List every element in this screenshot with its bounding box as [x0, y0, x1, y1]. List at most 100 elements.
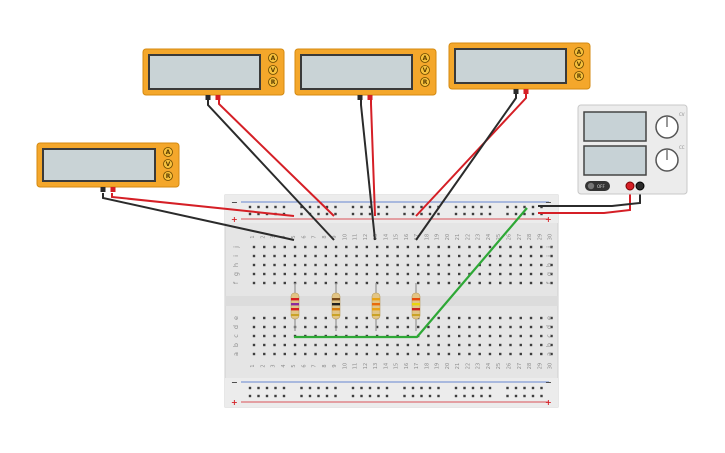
- breadboard-hole[interactable]: [273, 281, 276, 285]
- breadboard-hole[interactable]: [396, 245, 399, 249]
- breadboard-hole[interactable]: [463, 212, 466, 216]
- breadboard-hole[interactable]: [458, 334, 461, 338]
- breadboard-hole[interactable]: [499, 281, 502, 285]
- breadboard-hole[interactable]: [509, 272, 512, 276]
- breadboard-hole[interactable]: [488, 386, 492, 390]
- breadboard-hole[interactable]: [386, 352, 389, 356]
- breadboard-hole[interactable]: [324, 352, 328, 356]
- breadboard-hole[interactable]: [468, 281, 471, 285]
- breadboard-hole[interactable]: [345, 316, 348, 320]
- breadboard-hole[interactable]: [252, 254, 256, 258]
- red-probe-jack[interactable]: [110, 187, 116, 192]
- breadboard-hole[interactable]: [317, 205, 320, 209]
- breadboard-hole[interactable]: [248, 205, 252, 209]
- breadboard-hole[interactable]: [345, 343, 348, 347]
- breadboard-hole[interactable]: [314, 281, 317, 285]
- mm-top-2-black-lead[interactable]: [360, 99, 376, 241]
- breadboard-hole[interactable]: [540, 386, 543, 390]
- power-supply[interactable]: CV CC OFF: [577, 104, 688, 195]
- breadboard-hole[interactable]: [540, 263, 543, 267]
- breadboard-hole[interactable]: [273, 263, 276, 267]
- breadboard-hole[interactable]: [308, 386, 312, 390]
- breadboard-hole[interactable]: [365, 254, 369, 258]
- breadboard-hole[interactable]: [488, 325, 492, 329]
- breadboard-hole[interactable]: [531, 212, 535, 216]
- breadboard-hole[interactable]: [550, 343, 553, 347]
- mode-button-v[interactable]: V: [420, 65, 430, 75]
- breadboard-hole[interactable]: [468, 334, 471, 338]
- breadboard-hole[interactable]: [252, 263, 256, 267]
- breadboard-hole[interactable]: [282, 205, 286, 209]
- breadboard-hole[interactable]: [519, 325, 522, 329]
- breadboard-hole[interactable]: [454, 212, 458, 216]
- breadboard-hole[interactable]: [385, 394, 389, 398]
- breadboard-hole[interactable]: [458, 316, 461, 320]
- breadboard-hole[interactable]: [529, 343, 533, 347]
- breadboard-hole[interactable]: [416, 352, 420, 356]
- breadboard-hole[interactable]: [540, 316, 543, 320]
- breadboard-hole[interactable]: [377, 394, 380, 398]
- breadboard-hole[interactable]: [531, 394, 535, 398]
- breadboard-hole[interactable]: [514, 205, 518, 209]
- breadboard-hole[interactable]: [447, 263, 451, 267]
- breadboard-hole[interactable]: [375, 263, 379, 267]
- breadboard-hole[interactable]: [468, 245, 471, 249]
- breadboard-hole[interactable]: [550, 263, 553, 267]
- breadboard-hole[interactable]: [468, 263, 471, 267]
- breadboard-hole[interactable]: [406, 316, 410, 320]
- breadboard-hole[interactable]: [427, 272, 430, 276]
- breadboard-hole[interactable]: [437, 352, 440, 356]
- breadboard-hole[interactable]: [509, 316, 512, 320]
- breadboard-hole[interactable]: [427, 245, 430, 249]
- breadboard-hole[interactable]: [437, 281, 440, 285]
- breadboard-hole[interactable]: [427, 254, 430, 258]
- breadboard-hole[interactable]: [488, 343, 492, 347]
- breadboard-hole[interactable]: [368, 386, 372, 390]
- breadboard-hole[interactable]: [263, 272, 266, 276]
- multimeter-mm-top-1[interactable]: AVR: [142, 48, 285, 100]
- breadboard-hole[interactable]: [396, 281, 399, 285]
- breadboard-hole[interactable]: [447, 254, 451, 258]
- breadboard-hole[interactable]: [411, 205, 415, 209]
- breadboard-hole[interactable]: [365, 245, 369, 249]
- breadboard-hole[interactable]: [514, 386, 518, 390]
- breadboard-hole[interactable]: [365, 343, 369, 347]
- breadboard-hole[interactable]: [324, 245, 328, 249]
- breadboard-hole[interactable]: [360, 386, 363, 390]
- breadboard-hole[interactable]: [519, 245, 522, 249]
- breadboard-hole[interactable]: [463, 386, 466, 390]
- breadboard-hole[interactable]: [375, 325, 379, 329]
- breadboard-hole[interactable]: [377, 212, 380, 216]
- breadboard-hole[interactable]: [283, 272, 286, 276]
- breadboard-hole[interactable]: [273, 343, 276, 347]
- breadboard-hole[interactable]: [454, 386, 458, 390]
- breadboard-hole[interactable]: [437, 212, 440, 216]
- breadboard-hole[interactable]: [540, 394, 543, 398]
- breadboard-hole[interactable]: [468, 325, 471, 329]
- breadboard-hole[interactable]: [355, 272, 358, 276]
- breadboard-hole[interactable]: [478, 316, 481, 320]
- breadboard-hole[interactable]: [447, 245, 451, 249]
- breadboard-hole[interactable]: [509, 343, 512, 347]
- breadboard-hole[interactable]: [427, 352, 430, 356]
- breadboard-hole[interactable]: [368, 205, 372, 209]
- multimeter-mm-left[interactable]: AVR: [36, 142, 180, 192]
- breadboard-hole[interactable]: [351, 394, 355, 398]
- breadboard-hole[interactable]: [478, 325, 481, 329]
- breadboard-hole[interactable]: [523, 386, 526, 390]
- breadboard-hole[interactable]: [334, 386, 337, 390]
- breadboard-hole[interactable]: [416, 245, 420, 249]
- breadboard-hole[interactable]: [506, 212, 509, 216]
- breadboard-hole[interactable]: [550, 254, 553, 258]
- mm-top-2-red-lead[interactable]: [370, 99, 376, 217]
- breadboard-hole[interactable]: [406, 352, 410, 356]
- breadboard-hole[interactable]: [499, 316, 502, 320]
- breadboard-hole[interactable]: [523, 205, 526, 209]
- breadboard-hole[interactable]: [386, 325, 389, 329]
- breadboard-hole[interactable]: [300, 386, 303, 390]
- breadboard-hole[interactable]: [252, 316, 256, 320]
- breadboard-hole[interactable]: [403, 386, 406, 390]
- breadboard-hole[interactable]: [396, 352, 399, 356]
- breadboard-hole[interactable]: [458, 263, 461, 267]
